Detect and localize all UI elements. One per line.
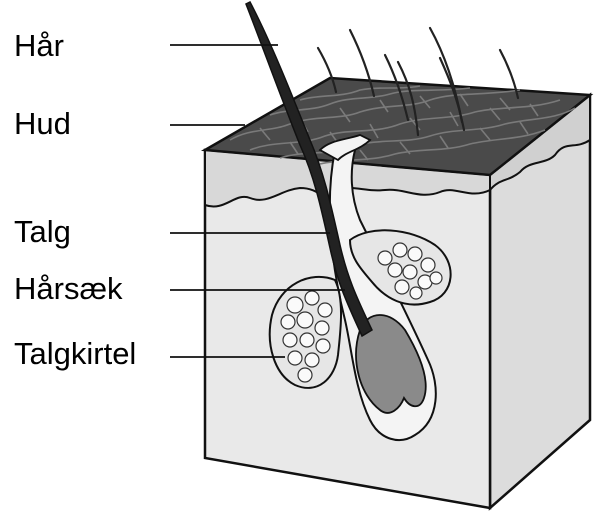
leader-lines xyxy=(170,44,345,358)
gland-cells-left xyxy=(280,290,333,383)
surface-hairs xyxy=(316,26,520,137)
follicle-bulb xyxy=(355,314,427,414)
label-sebum: Talg xyxy=(14,214,71,249)
label-skin: Hud xyxy=(14,106,71,141)
sebum-duct xyxy=(318,134,372,162)
label-sebaceous-gland: Talgkirtel xyxy=(14,336,137,371)
label-hair-follicle: Hårsæk xyxy=(14,271,123,306)
main-hair-shaft xyxy=(245,1,373,338)
label-hair: Hår xyxy=(14,28,64,63)
epidermis-side xyxy=(489,92,591,193)
gland-cells-right xyxy=(377,242,443,300)
